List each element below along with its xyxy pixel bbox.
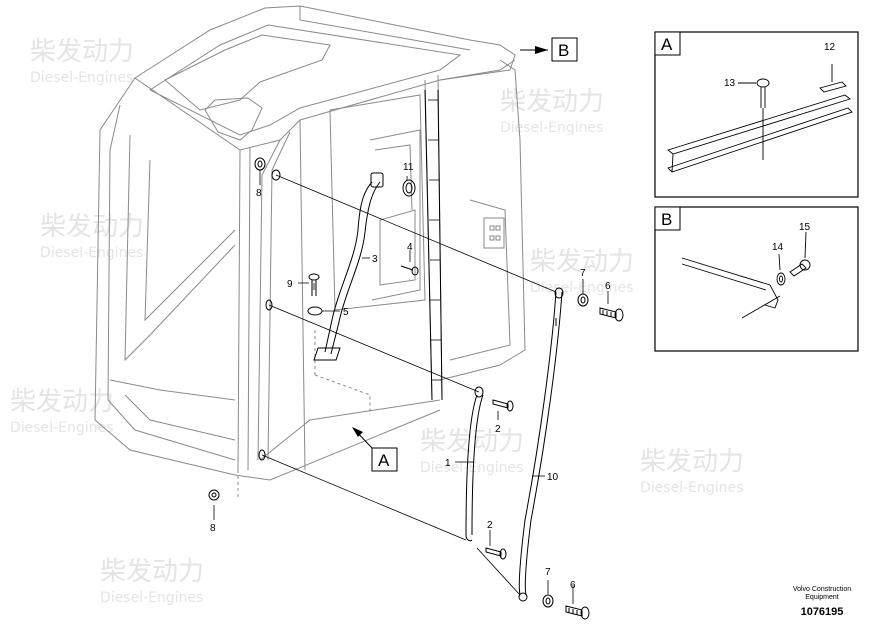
watermark-cn: 柴发动力 <box>40 212 144 242</box>
part-8-washer-lower <box>208 489 220 501</box>
callout-8-upper: 8 <box>256 188 262 199</box>
part-12-clip <box>819 81 847 93</box>
watermark-en: Diesel-Engines <box>10 420 113 436</box>
part-4-screw <box>400 265 419 276</box>
parts <box>208 157 624 620</box>
part-3-hose <box>324 181 373 353</box>
detail-a-panel: A 12 13 <box>654 31 859 198</box>
callout-3: 3 <box>372 254 378 265</box>
callout-2-upper: 2 <box>495 424 501 435</box>
part-14-washer <box>776 272 786 286</box>
watermark-cn: 柴发动力 <box>10 387 114 417</box>
watermark-en: Diesel-Engines <box>30 70 133 86</box>
part-6-bolt-upper <box>599 307 624 322</box>
callout-1: 1 <box>445 458 451 469</box>
callout-7-upper: 7 <box>580 268 586 279</box>
watermark-cn: 柴发动力 <box>530 247 634 277</box>
watermark-layer: 柴发动力 Diesel-Engines 柴发动力 Diesel-Engines 柴发… <box>10 37 744 606</box>
part-7-washer-lower <box>542 594 554 608</box>
callout-2-lower: 2 <box>487 520 493 531</box>
callout-14: 14 <box>772 242 784 253</box>
callout-5: 5 <box>343 307 349 318</box>
watermark-en: Diesel-Engines <box>420 460 523 476</box>
leader-lines <box>213 170 609 604</box>
watermark-en: Diesel-Engines <box>640 480 743 496</box>
callout-7-lower: 7 <box>545 567 551 578</box>
footer-brand-line2: Equipment <box>805 594 839 601</box>
callouts: 8 11 3 4 9 5 7 6 2 1 10 2 8 7 6 <box>210 162 611 591</box>
cab-frame <box>94 5 526 500</box>
part-2-screw-upper <box>492 399 514 412</box>
watermark-cn: 柴发动力 <box>420 427 524 457</box>
callout-8-lower: 8 <box>210 523 216 534</box>
part-1-seal <box>465 394 484 542</box>
watermark-cn: 柴发动力 <box>30 37 134 67</box>
part-9-bolt <box>308 273 320 296</box>
detail-a-marker-label: A <box>378 451 390 470</box>
callout-13: 13 <box>724 78 736 89</box>
part-11-grommet <box>402 179 416 197</box>
callout-11: 11 <box>403 162 414 173</box>
callout-9: 9 <box>287 279 293 290</box>
watermark-en: Diesel-Engines <box>100 590 203 606</box>
callout-4: 4 <box>407 242 413 253</box>
footer-brand: Volvo Construction Equipment 1076195 <box>782 586 862 618</box>
callout-10: 10 <box>547 472 559 483</box>
callout-6-lower: 6 <box>570 580 576 591</box>
detail-a-pointer: A <box>352 427 398 472</box>
part-13-screw <box>756 78 770 160</box>
callout-12: 12 <box>824 42 836 53</box>
part-5-washer <box>307 306 323 316</box>
front-pillar-seal <box>424 89 443 401</box>
detail-b-panel: B 14 15 <box>654 206 859 352</box>
part-2-screw-lower <box>485 547 507 560</box>
part-10-seal <box>518 291 563 596</box>
footer-brand-line1: Volvo Construction <box>792 586 852 593</box>
watermark-cn: 柴发动力 <box>640 447 744 477</box>
part-8-washer-upper <box>254 157 266 171</box>
detail-b-pointer: B <box>520 37 578 62</box>
callout-15: 15 <box>799 222 811 233</box>
watermark-cn: 柴发动力 <box>500 87 604 117</box>
part-15-bolt <box>789 259 811 277</box>
watermark-en: Diesel-Engines <box>40 245 143 261</box>
drawing-number: 1076195 <box>800 606 844 618</box>
watermark-en: Diesel-Engines <box>500 120 603 136</box>
detail-a-panel-label: A <box>661 35 673 54</box>
part-6-bolt-lower <box>565 605 590 620</box>
detail-b-panel-label: B <box>661 210 672 229</box>
watermark-cn: 柴发动力 <box>100 557 204 587</box>
projection-lines <box>261 174 557 596</box>
callout-6-upper: 6 <box>605 281 611 292</box>
detail-b-marker-label: B <box>558 41 569 60</box>
